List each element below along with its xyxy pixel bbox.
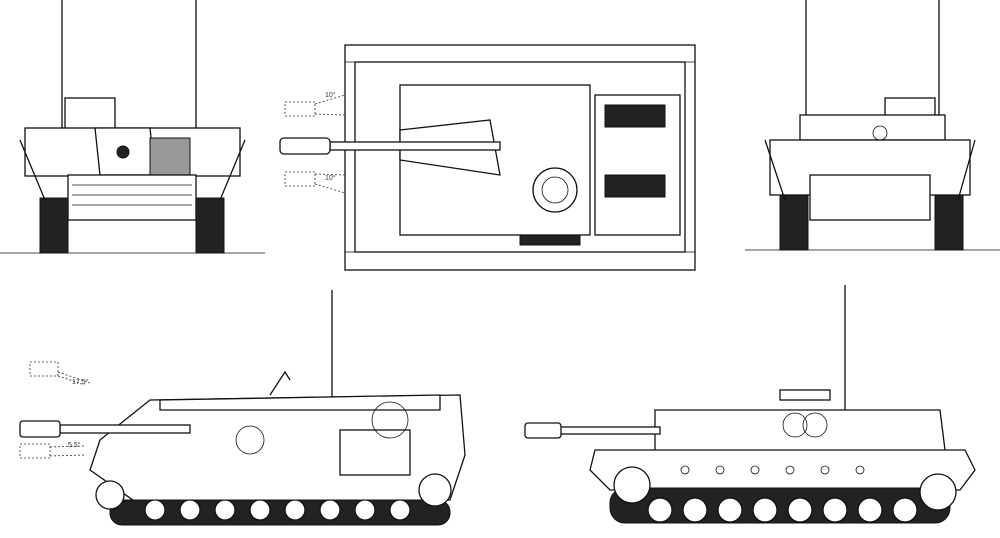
top-cupola bbox=[532, 167, 578, 213]
cutaway-engine bbox=[339, 429, 411, 476]
cutaway-elevation-up bbox=[29, 361, 91, 386]
front-view bbox=[0, 0, 265, 254]
cutaway-side-view: 17.5° 5.5° bbox=[19, 290, 466, 526]
front-right-track bbox=[195, 197, 225, 254]
top-view: 10° 10° bbox=[279, 44, 696, 271]
cutaway-elevation-down-label: 5.5° bbox=[68, 441, 81, 449]
cutaway-gun-barrel bbox=[59, 424, 191, 434]
front-concrete-armor bbox=[149, 137, 191, 177]
cutaway-muzzle-brake bbox=[19, 420, 61, 438]
rear-view bbox=[745, 0, 1000, 251]
exterior-muzzle-brake bbox=[524, 422, 562, 439]
front-cupola bbox=[64, 97, 116, 131]
rear-right-track bbox=[934, 194, 964, 251]
top-muzzle-brake bbox=[279, 137, 331, 155]
top-gun-barrel bbox=[329, 141, 501, 151]
top-elevation-left-label: 10° bbox=[325, 91, 336, 99]
rear-left-track bbox=[779, 194, 809, 251]
exterior-gun-barrel bbox=[559, 426, 661, 435]
front-left-track bbox=[39, 197, 69, 254]
top-traverse-right bbox=[284, 171, 346, 194]
cutaway-elevation-up-label: 17.5° bbox=[72, 378, 89, 386]
exterior-side-view bbox=[524, 285, 976, 524]
top-traverse-left bbox=[284, 94, 346, 117]
cutaway-elevation-down bbox=[19, 443, 86, 459]
front-gun-mantlet bbox=[116, 145, 130, 159]
top-elevation-right-label: 10° bbox=[325, 174, 336, 182]
